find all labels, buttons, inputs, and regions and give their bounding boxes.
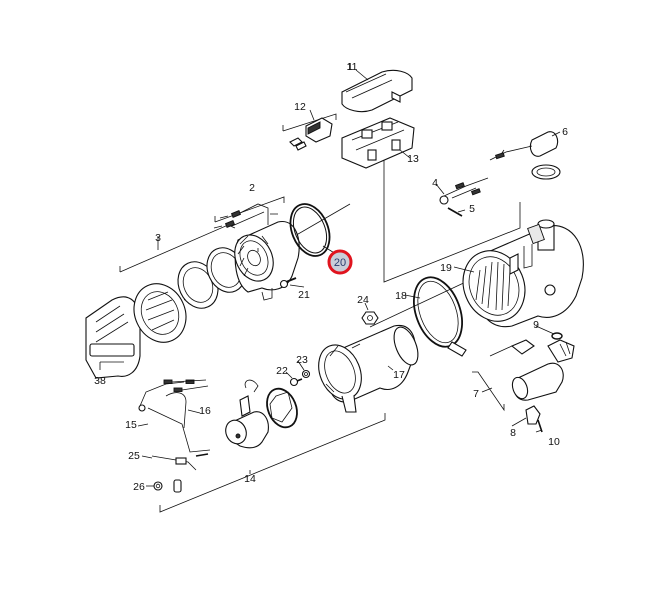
callout-23[interactable]: 23 <box>296 354 308 366</box>
callout-20[interactable]: 20 <box>334 257 346 269</box>
leader-lines <box>99 69 561 487</box>
callout-16[interactable]: 16 <box>199 405 211 417</box>
callout-21[interactable]: 21 <box>298 289 310 301</box>
callout-17[interactable]: 17 <box>393 369 405 381</box>
callout-18[interactable]: 18 <box>395 290 407 302</box>
part-burner-head[interactable] <box>222 379 269 449</box>
part-control-unit[interactable] <box>341 117 415 169</box>
part-end-cover[interactable] <box>85 296 141 379</box>
part-gasket[interactable] <box>262 384 303 432</box>
part-overheat-sensor[interactable] <box>439 177 489 217</box>
callout-19[interactable]: 19 <box>440 262 452 274</box>
callout-14[interactable]: 14 <box>244 473 256 485</box>
callout-38[interactable]: 38 <box>94 375 106 387</box>
callout-8[interactable]: 8 <box>510 427 516 439</box>
part-heat-exchanger[interactable] <box>453 219 584 331</box>
callout-5[interactable]: 5 <box>469 203 475 215</box>
part-blower-motor[interactable] <box>213 203 300 301</box>
callout-12[interactable]: 12 <box>294 101 306 113</box>
callout-9[interactable]: 9 <box>533 319 539 331</box>
callout-26[interactable]: 26 <box>133 481 145 493</box>
callout-3[interactable]: 3 <box>155 232 161 244</box>
callout-24[interactable]: 24 <box>357 294 369 306</box>
part-screw-21[interactable] <box>279 277 297 289</box>
part-combustion-chamber[interactable] <box>311 324 423 413</box>
callout-10[interactable]: 10 <box>548 436 560 448</box>
callout-labels: 1 2 3 4 5 6 7 8 9 10 11 12 13 14 15 16 1… <box>94 61 568 493</box>
part-cable-harness[interactable] <box>138 379 211 453</box>
part-small-seal[interactable] <box>551 332 563 340</box>
part-bolt-23[interactable] <box>301 369 311 379</box>
callout-4[interactable]: 4 <box>432 177 438 189</box>
part-fan-housing[interactable] <box>125 242 252 351</box>
callout-6[interactable]: 6 <box>562 126 568 138</box>
callout-11[interactable]: 11 <box>347 61 358 73</box>
callout-13[interactable]: 13 <box>407 153 419 165</box>
part-clamp-ring[interactable] <box>405 271 471 357</box>
part-o-ring[interactable] <box>283 198 337 262</box>
part-bolt-22[interactable] <box>289 377 303 387</box>
callout-22[interactable]: 22 <box>276 365 288 377</box>
part-connector[interactable] <box>289 117 333 151</box>
part-nut-24[interactable] <box>361 311 379 325</box>
part-sensor-25[interactable] <box>151 453 209 471</box>
part-upper-cover[interactable] <box>341 69 413 113</box>
part-temp-sensor[interactable] <box>489 131 561 180</box>
selected-callout-20[interactable]: 20 <box>327 249 353 275</box>
callout-15[interactable]: 15 <box>125 419 137 431</box>
callout-7[interactable]: 7 <box>473 388 479 400</box>
part-nut-26[interactable] <box>153 479 182 493</box>
callout-2[interactable]: 2 <box>249 182 255 194</box>
part-water-pipe[interactable] <box>489 339 575 433</box>
callout-25[interactable]: 25 <box>128 450 140 462</box>
callout-1[interactable]: 1 <box>347 61 353 73</box>
